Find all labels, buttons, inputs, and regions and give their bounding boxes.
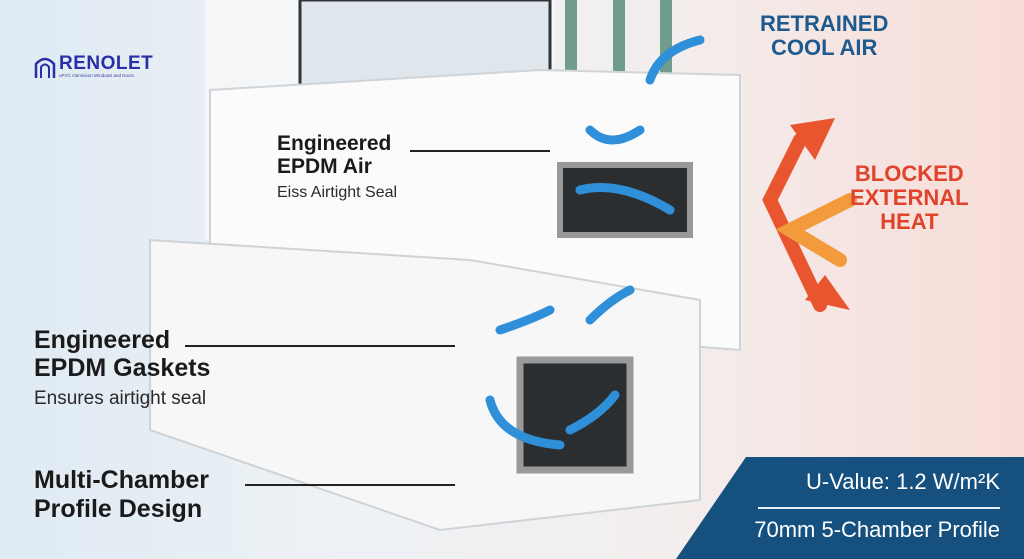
spec-divider <box>758 507 1000 509</box>
arch-logo-icon <box>34 57 56 78</box>
brand-tagline: uPVC Aluminium Windows and Doors <box>59 73 135 78</box>
heat-arrows <box>762 133 857 312</box>
cool-air-line: COOL AIR <box>771 35 878 60</box>
callout-epdm-gaskets: Engineered EPDM Gaskets Ensures airtight… <box>34 326 210 410</box>
callout-subtitle: Eiss Airtight Seal <box>277 184 398 201</box>
sash-steel-chamber <box>557 162 693 238</box>
heat-arrowhead-icon <box>805 275 850 310</box>
brand-name: RENOLET <box>59 53 154 74</box>
u-value: U-Value: 1.2 W/m²K <box>806 469 1000 494</box>
frame-steel-chamber <box>516 356 634 474</box>
heat-line: BLOCKED <box>854 161 964 186</box>
cool-air-line: RETRAINED <box>760 11 889 36</box>
callout-leader-line <box>410 150 550 152</box>
callout-epdm-air: Engineered EPDM Air Eiss Airtight Seal <box>277 132 397 202</box>
blocked-heat-label: BLOCKED EXTERNAL HEAT <box>850 162 969 234</box>
brand-logo: RENOLET uPVC Aluminium Windows and Doors <box>34 53 154 78</box>
callout-subtitle: Ensures airtight seal <box>34 388 207 409</box>
callout-title: Engineered <box>277 132 392 155</box>
callout-title: Engineered <box>34 326 171 354</box>
callout-leader-line <box>245 484 455 486</box>
profile-spec: 70mm 5-Chamber Profile <box>754 517 1000 542</box>
heat-line: EXTERNAL <box>850 185 969 210</box>
callout-title: EPDM Gaskets <box>34 354 211 382</box>
heat-arrowhead-icon <box>790 118 835 160</box>
heat-line: HEAT <box>880 209 939 234</box>
cool-air-arrows <box>485 35 705 450</box>
callout-title: Profile Design <box>34 495 203 523</box>
callout-title: EPDM Air <box>277 155 372 178</box>
callout-title: Multi-Chamber <box>34 466 209 494</box>
callout-leader-line <box>185 345 455 347</box>
cool-air-label: RETRAINED COOL AIR <box>760 12 888 60</box>
callout-multi-chamber: Multi-Chamber Profile Design <box>34 466 209 524</box>
